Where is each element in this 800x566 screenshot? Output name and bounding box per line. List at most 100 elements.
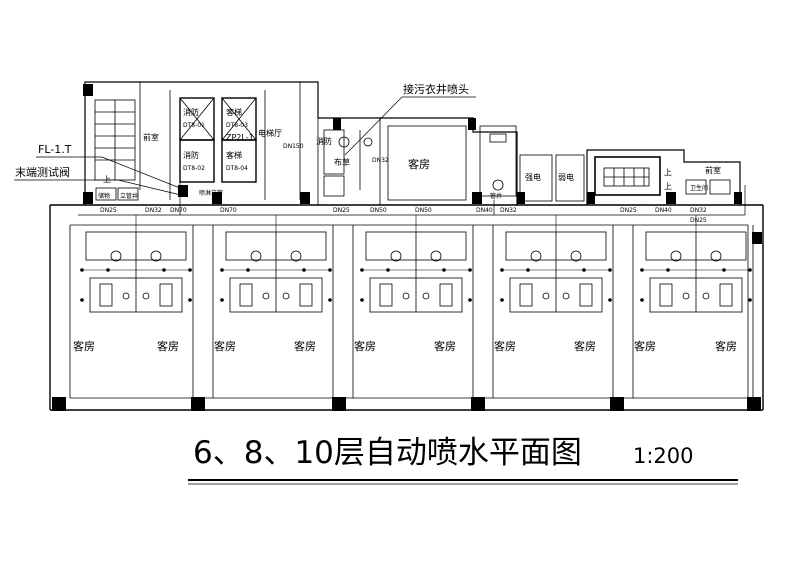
outer-walls: [49, 81, 764, 411]
pipe-dn25-1: DN25: [100, 207, 117, 214]
room-guest-7: 客房: [494, 339, 516, 353]
basin-fixture: [282, 292, 290, 300]
room-guest-9: 客房: [634, 339, 656, 353]
room-fire-elevator-2: 消防: [183, 150, 199, 160]
toilet-fixture: [250, 250, 262, 262]
room-grass: 布草: [334, 157, 350, 167]
tub-fixture: [239, 283, 253, 307]
room-guest-center: 客房: [408, 157, 430, 171]
sprinkler-head: [608, 298, 612, 302]
room-front-right: 前室: [705, 165, 721, 175]
tub-fixture: [299, 283, 313, 307]
toilet-fixture: [530, 250, 542, 262]
tub-fixture: [159, 283, 173, 307]
sprinkler-head: [748, 268, 752, 272]
sprinkler-head: [220, 268, 224, 272]
guest-room-labels: 客房 客房 客房 客房 客房 客房 客房 客房 客房 客房: [73, 339, 737, 353]
pipe-dn50-1: DN50: [370, 207, 387, 214]
pipe-dn25-3: DN25: [620, 207, 637, 214]
toilet-fixture: [150, 250, 162, 262]
room-front-left: 前室: [143, 132, 159, 142]
sprinkler-head: [526, 268, 530, 272]
sprinkler-head: [162, 268, 166, 272]
sprinkler-head: [106, 268, 110, 272]
pipe-zp-label: ZP2L-1: [226, 133, 254, 142]
columns: [52, 84, 762, 411]
toilet-fixture: [430, 250, 442, 262]
pipe-dn32-3: DN32: [690, 207, 707, 214]
tub-fixture: [719, 283, 733, 307]
upper-core: [94, 82, 731, 205]
room-vertical-box: 立管井: [120, 192, 138, 200]
room-closet: 储物: [98, 192, 110, 200]
elevator-code-2: DT8-02: [183, 165, 205, 172]
sprinkler-head: [80, 298, 84, 302]
sprinkler-head: [246, 268, 250, 272]
sprinkler-head: [328, 268, 332, 272]
elevator-code-4: DT8-04: [226, 165, 248, 172]
toilet-fixture: [110, 250, 122, 262]
drawing-title: 6、8、10层自动喷水平面图 1:200: [188, 435, 738, 485]
room-guest-elevator-1: 客梯: [226, 107, 242, 117]
room-weak-current: 弱电: [558, 172, 574, 182]
annotation-laundry-sprinkler: 接污衣井喷头: [403, 82, 469, 96]
tub-fixture: [519, 283, 533, 307]
toilet-fixture: [710, 250, 722, 262]
sprinkler-head: [188, 268, 192, 272]
toilet-fixture: [570, 250, 582, 262]
room-guest-2: 客房: [157, 339, 179, 353]
room-guest-1: 客房: [73, 339, 95, 353]
sprinkler-head: [608, 268, 612, 272]
pipe-dn25-4: DN25: [690, 217, 707, 224]
sprinkler-head: [500, 298, 504, 302]
sprinkler-head: [360, 298, 364, 302]
pipe-dn40-2: DN40: [655, 207, 672, 214]
basin-fixture: [122, 292, 130, 300]
basin-fixture: [262, 292, 270, 300]
basin-fixture: [682, 292, 690, 300]
sprinkler-head: [582, 268, 586, 272]
annotation-fl-tag: FL-1.T: [38, 143, 72, 156]
room-guest-8: 客房: [574, 339, 596, 353]
room-strong-current: 强电: [525, 172, 541, 182]
room-fire-elevator-1: 消防: [183, 107, 199, 117]
room-sprinkler-riser: 喷淋立管: [199, 189, 223, 197]
room-guest-3: 客房: [214, 339, 236, 353]
room-guest-6: 客房: [434, 339, 456, 353]
pipe-dn32-4: DN32: [372, 157, 389, 164]
pipe-dn25-2: DN25: [333, 207, 350, 214]
leader-lines: [14, 96, 476, 197]
sprinkler-head: [220, 298, 224, 302]
room-guest-elevator-2: 客梯: [226, 150, 242, 160]
room-guest-4: 客房: [294, 339, 316, 353]
sprinkler-head: [328, 298, 332, 302]
room-guest-5: 客房: [354, 339, 376, 353]
basin-fixture: [142, 292, 150, 300]
sprinkler-head: [666, 268, 670, 272]
basin-fixture: [542, 292, 550, 300]
sprinkler-head: [468, 268, 472, 272]
stair-up-right-2: 上: [664, 182, 672, 191]
basin-fixture: [422, 292, 430, 300]
title-scale-text: 1:200: [633, 444, 694, 468]
basin-fixture: [402, 292, 410, 300]
sprinkler-head: [640, 268, 644, 272]
sprinkler-head: [722, 268, 726, 272]
basin-fixture: [702, 292, 710, 300]
pipe-size-labels: DN25 DN32 DN70 DN70 DN25 DN50 DN50 DN40 …: [100, 143, 707, 224]
sprinkler-head: [500, 268, 504, 272]
sprinkler-head: [442, 268, 446, 272]
pipe-dn70-2: DN70: [220, 207, 237, 214]
stair-up-right-1: 上: [664, 168, 672, 177]
tub-fixture: [659, 283, 673, 307]
toilet-fixture: [290, 250, 302, 262]
sprinkler-head: [748, 298, 752, 302]
room-shaft: 管井: [490, 192, 502, 200]
tub-fixture: [379, 283, 393, 307]
sprinkler-head: [468, 298, 472, 302]
room-toilet: 卫生间: [690, 184, 708, 192]
guest-room-modules: [80, 215, 754, 398]
sprinkler-main-pipes: [78, 180, 746, 216]
pipe-dn40-1: DN40: [476, 207, 493, 214]
